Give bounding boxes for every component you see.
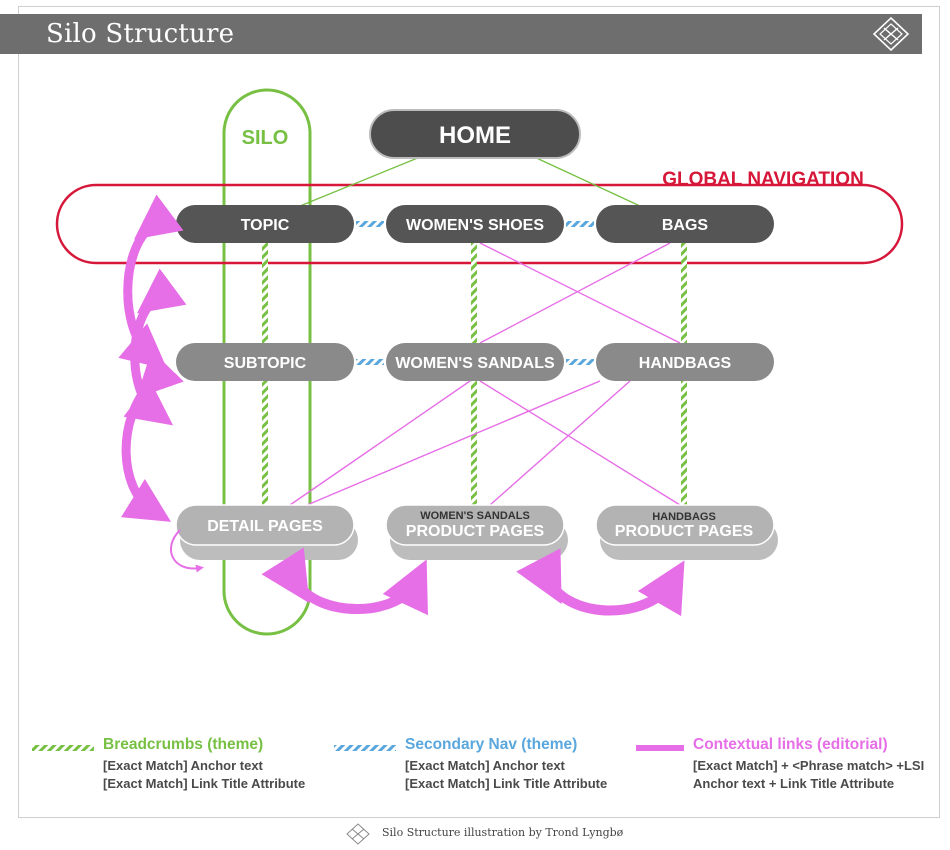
legend-contextual: Contextual links (editorial) [Exact Matc… [693, 736, 924, 793]
home-link-bags [529, 154, 641, 207]
page-title: Silo Structure [46, 19, 235, 49]
legend-secondary-nav-line1: [Exact Match] Anchor text [405, 758, 565, 773]
bags-label: BAGS [662, 217, 709, 234]
home-label: HOME [439, 122, 511, 149]
legend-secondary-nav-title: Secondary Nav (theme) [405, 736, 578, 753]
secondary-nav-link [566, 359, 594, 365]
breadcrumb-line [262, 242, 268, 344]
contextual-arrows-bottom [261, 547, 685, 617]
secondary-nav-link [356, 221, 384, 227]
silo-label: SILO [242, 127, 289, 149]
legend-contextual-line2: Anchor text + Link Title Attribute [693, 776, 895, 791]
detail-pages-label: DETAIL PAGES [207, 518, 323, 535]
secondary-nav-link [566, 221, 594, 227]
home-link-topic [299, 154, 426, 207]
womens-sandals-product-pages-label: PRODUCT PAGES [406, 523, 545, 540]
legend-secondary-nav-line2: [Exact Match] Link Title Attribute [405, 776, 608, 791]
contextual-arrows-left [118, 194, 187, 522]
legend-breadcrumbs-line2: [Exact Match] Link Title Attribute [103, 776, 306, 791]
breadcrumb-line [471, 380, 477, 506]
secondary-nav-link [356, 359, 384, 365]
footer-caption: Silo Structure illustration by Trond Lyn… [382, 826, 624, 839]
contextual-swatch [636, 745, 684, 751]
contextual-link-lines [289, 242, 681, 509]
handbags-label: HANDBAGS [639, 355, 732, 372]
breadcrumb-line [471, 242, 477, 344]
subtopic-label: SUBTOPIC [224, 355, 307, 372]
bags-node [596, 205, 774, 243]
handbags-product-pages-label: PRODUCT PAGES [615, 523, 754, 540]
breadcrumb-line [681, 242, 687, 344]
womens-shoes-label: WOMEN'S SHOES [406, 217, 544, 234]
womens-shoes-node [386, 205, 564, 243]
womens-sandals-node [386, 343, 564, 381]
self-link-arrow [169, 529, 204, 573]
legend-breadcrumbs: Breadcrumbs (theme) [Exact Match] Anchor… [103, 736, 305, 793]
topic-node [176, 205, 354, 243]
global-navigation-band [55, 183, 904, 265]
subtopic-node [176, 343, 354, 381]
womens-sandals-label: WOMEN'S SANDALS [395, 355, 555, 372]
legend-breadcrumbs-title: Breadcrumbs (theme) [103, 736, 264, 753]
breadcrumbs-swatch [32, 745, 94, 751]
topic-label: TOPIC [241, 217, 290, 234]
womens-sandals-small-label: WOMEN'S SANDALS [420, 510, 530, 522]
handbags-node [596, 343, 774, 381]
diamond-monogram-icon [872, 16, 910, 52]
legend-contextual-title: Contextual links (editorial) [693, 736, 888, 753]
legend-breadcrumbs-line1: [Exact Match] Anchor text [103, 758, 263, 773]
legend-contextual-line1: [Exact Match] + <Phrase match> +LSI [693, 758, 925, 773]
breadcrumb-line [262, 380, 268, 506]
global-navigation-label: GLOBAL NAVIGATION [662, 169, 864, 190]
secondary-nav-swatch [334, 745, 396, 751]
home-node [369, 109, 581, 159]
breadcrumb-line [681, 380, 687, 506]
handbags-small-label: HANDBAGS [652, 511, 716, 523]
title-bar [0, 14, 922, 54]
legend-secondary-nav: Secondary Nav (theme) [Exact Match] Anch… [405, 736, 607, 793]
footer-logo-icon [346, 823, 370, 845]
